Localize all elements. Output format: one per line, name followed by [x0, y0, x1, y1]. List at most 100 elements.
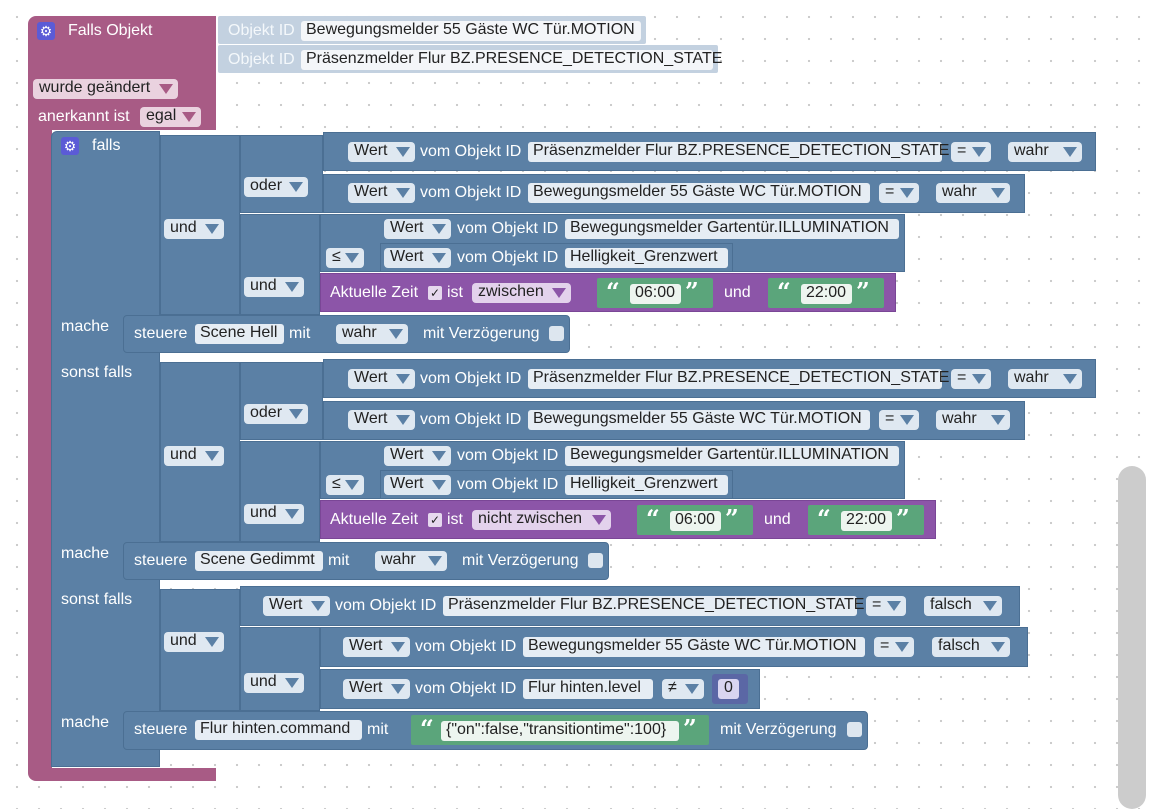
ack-dropdown[interactable]: egal	[140, 107, 201, 127]
mache-label-2: mache	[61, 545, 110, 562]
cond1-time-checkbox[interactable]: ✓	[428, 286, 442, 300]
quote-open-icon: “	[777, 277, 791, 306]
cond3-eq-dropdown-1[interactable]: =	[866, 596, 906, 616]
trigger-object-2[interactable]: Präsenzmelder Flur BZ.PRESENCE_DETECTION…	[301, 50, 722, 70]
cond2-oder-dropdown[interactable]: oder	[244, 404, 308, 424]
cond1-object-grenz[interactable]: Helligkeit_Grenzwert	[565, 248, 728, 268]
gear-icon[interactable]: ⚙	[37, 22, 55, 40]
cond1-time-start[interactable]: 06:00	[630, 284, 681, 304]
mit-label: mit	[289, 325, 311, 342]
cond3-wert-dropdown-2[interactable]: Wert	[343, 637, 410, 657]
trigger-bottom	[28, 768, 216, 781]
und-text: und	[724, 284, 751, 301]
cond1-object-illum[interactable]: Bewegungsmelder Gartentür.ILLUMINATION	[565, 219, 899, 239]
action1-delay-checkbox[interactable]	[549, 326, 564, 341]
cond3-falsch-dropdown-1[interactable]: falsch	[924, 596, 1002, 616]
cond1-wert-dropdown-1[interactable]: Wert	[348, 142, 415, 162]
vom-objekt-label: vom Objekt ID	[420, 143, 522, 160]
cond1-und-inner-dropdown[interactable]: und	[244, 277, 304, 297]
cond2-und-inner[interactable]	[240, 441, 320, 542]
vom-objekt-label: vom Objekt ID	[457, 220, 559, 237]
action2-delay-checkbox[interactable]	[588, 553, 603, 568]
vom-objekt-label: vom Objekt ID	[415, 638, 517, 655]
settings-gear-icon[interactable]: ⚙	[61, 137, 79, 155]
cond3-object-presence[interactable]: Präsenzmelder Flur BZ.PRESENCE_DETECTION…	[443, 596, 864, 616]
quote-close-icon: ”	[896, 504, 910, 533]
cond1-eq-dropdown-1[interactable]: =	[951, 142, 991, 162]
cond2-wert-dropdown-3[interactable]: Wert	[384, 446, 451, 466]
steuere-label: steuere	[134, 721, 188, 738]
cond1-object-motion[interactable]: Bewegungsmelder 55 Gäste WC Tür.MOTION	[528, 183, 870, 203]
cond2-object-illum[interactable]: Bewegungsmelder Gartentür.ILLUMINATION	[565, 446, 899, 466]
vom-objekt-label: vom Objekt ID	[457, 476, 559, 493]
ack-label: anerkannt ist	[38, 108, 130, 125]
cond1-und-inner[interactable]	[240, 214, 320, 315]
quote-close-icon: ”	[725, 504, 739, 533]
cond3-object-level[interactable]: Flur hinten.level	[523, 679, 653, 699]
cond3-ne-dropdown[interactable]: ≠	[662, 679, 704, 699]
cond2-oder-block[interactable]	[240, 362, 323, 440]
cond2-wert-dropdown-1[interactable]: Wert	[348, 369, 415, 389]
mit-label: mit	[328, 552, 350, 569]
vertical-scrollbar[interactable]	[1118, 466, 1146, 809]
cond3-wert-dropdown-3[interactable]: Wert	[343, 679, 410, 699]
steuere-label: steuere	[134, 325, 188, 342]
cond3-falsch-dropdown-2[interactable]: falsch	[932, 637, 1010, 657]
cond1-time-end[interactable]: 22:00	[801, 284, 852, 304]
cond3-und-inner-dropdown[interactable]: und	[244, 673, 304, 693]
cond2-eq-dropdown-2[interactable]: =	[879, 410, 919, 430]
cond2-le-dropdown[interactable]: ≤	[326, 475, 364, 495]
cond1-wert-dropdown-2[interactable]: Wert	[348, 183, 415, 203]
cond3-object-motion[interactable]: Bewegungsmelder 55 Gäste WC Tür.MOTION	[523, 637, 865, 657]
cond3-eq-dropdown-2[interactable]: =	[874, 637, 914, 657]
quote-close-icon: ”	[683, 714, 697, 743]
cond2-und-inner-dropdown[interactable]: und	[244, 504, 304, 524]
cond2-time-checkbox[interactable]: ✓	[428, 513, 442, 527]
cond2-wert-dropdown-2[interactable]: Wert	[348, 410, 415, 430]
cond2-time-end[interactable]: 22:00	[841, 511, 892, 531]
action1-wahr-dropdown[interactable]: wahr	[336, 324, 408, 344]
cond2-eq-dropdown-1[interactable]: =	[951, 369, 991, 389]
action2-target[interactable]: Scene Gedimmt	[195, 551, 323, 571]
cond1-oder-block[interactable]	[240, 135, 323, 213]
cond1-object-presence[interactable]: Präsenzmelder Flur BZ.PRESENCE_DETECTION…	[528, 142, 949, 162]
action2-wahr-dropdown[interactable]: wahr	[375, 551, 447, 571]
cond2-nicht-zwischen-dropdown[interactable]: nicht zwischen	[472, 510, 611, 530]
cond1-wahr-dropdown-1[interactable]: wahr	[1008, 142, 1082, 162]
vom-objekt-label: vom Objekt ID	[420, 370, 522, 387]
cond1-le-dropdown[interactable]: ≤	[326, 248, 364, 268]
cond1-wahr-dropdown-2[interactable]: wahr	[936, 183, 1010, 203]
cond2-wahr-dropdown-2[interactable]: wahr	[936, 410, 1010, 430]
quote-close-icon: ”	[685, 277, 699, 306]
quote-open-icon: “	[646, 504, 660, 533]
trigger-changed-dropdown[interactable]: wurde geändert	[33, 79, 178, 99]
if-block[interactable]	[51, 131, 160, 767]
cond2-wahr-dropdown-1[interactable]: wahr	[1008, 369, 1082, 389]
cond3-number-value[interactable]: 0	[718, 679, 739, 699]
cond1-eq-dropdown-2[interactable]: =	[879, 183, 919, 203]
cond2-wert-dropdown-4[interactable]: Wert	[384, 475, 451, 495]
cond3-und-inner[interactable]	[240, 627, 320, 711]
steuere-label: steuere	[134, 552, 188, 569]
cond1-oder-dropdown[interactable]: oder	[244, 177, 308, 197]
action3-json-value[interactable]: {"on":false,"transitiontime":100}	[441, 721, 679, 741]
cond1-wert-dropdown-4[interactable]: Wert	[384, 248, 451, 268]
vom-objekt-label: vom Objekt ID	[457, 447, 559, 464]
cond1-und-dropdown[interactable]: und	[164, 219, 224, 239]
action3-target[interactable]: Flur hinten.command	[195, 720, 362, 740]
action3-delay-checkbox[interactable]	[847, 722, 862, 737]
cond1-zwischen-dropdown[interactable]: zwischen	[472, 283, 571, 303]
sonst-falls-label-1: sonst falls	[61, 364, 133, 381]
cond2-object-grenz[interactable]: Helligkeit_Grenzwert	[565, 475, 728, 495]
cond3-und-dropdown[interactable]: und	[164, 632, 224, 652]
cond2-object-presence[interactable]: Präsenzmelder Flur BZ.PRESENCE_DETECTION…	[528, 369, 949, 389]
action1-target[interactable]: Scene Hell	[195, 324, 284, 344]
trigger-object-1[interactable]: Bewegungsmelder 55 Gäste WC Tür.MOTION	[301, 21, 641, 41]
cond2-time-start[interactable]: 06:00	[670, 511, 721, 531]
cond3-wert-dropdown-1[interactable]: Wert	[263, 596, 330, 616]
cond2-object-motion[interactable]: Bewegungsmelder 55 Gäste WC Tür.MOTION	[528, 410, 870, 430]
cond1-wert-dropdown-3[interactable]: Wert	[384, 219, 451, 239]
mit-verzoegerung-label: mit Verzögerung	[720, 721, 837, 738]
cond2-und-dropdown[interactable]: und	[164, 446, 224, 466]
und-text: und	[764, 511, 791, 528]
